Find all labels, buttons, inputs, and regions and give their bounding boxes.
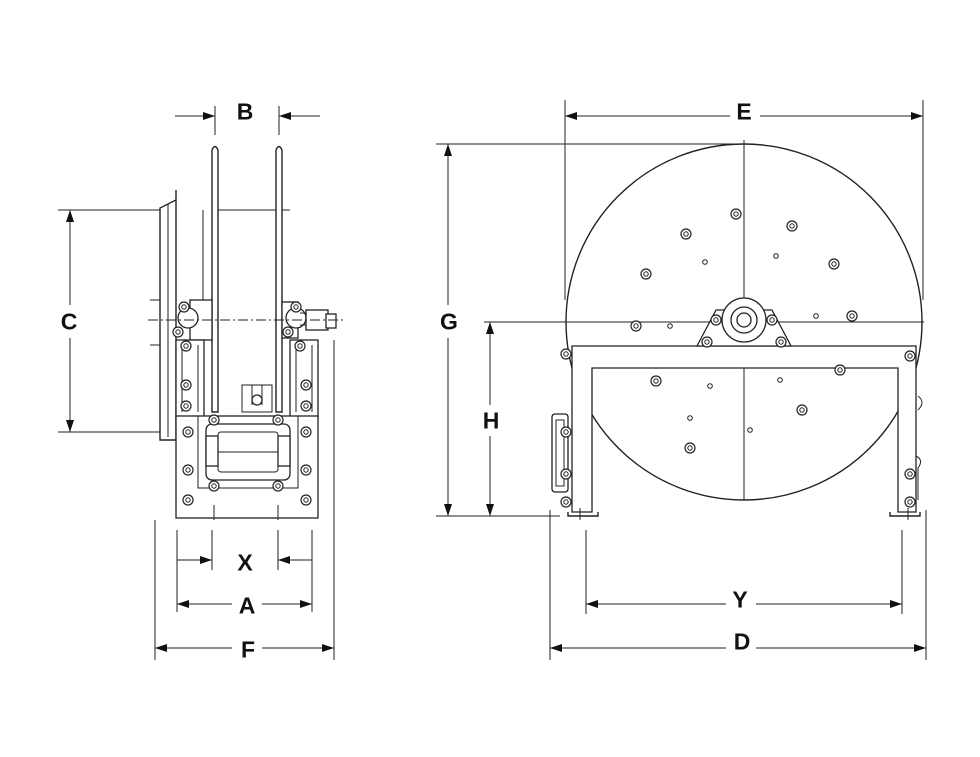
dimension-label-y: Y xyxy=(732,586,748,613)
dimension-label-c: C xyxy=(60,308,78,335)
dimension-label-a: A xyxy=(238,592,256,619)
dimension-label-g: G xyxy=(440,308,458,335)
dimension-label-f: F xyxy=(240,636,256,663)
dimension-label-d: D xyxy=(733,628,751,655)
dimension-label-b: B xyxy=(236,98,254,125)
dimension-label-h: H xyxy=(482,407,500,434)
dimension-label-e: E xyxy=(736,98,752,125)
side-view xyxy=(58,106,345,660)
front-view xyxy=(436,100,927,660)
dimension-label-x: X xyxy=(237,549,253,576)
